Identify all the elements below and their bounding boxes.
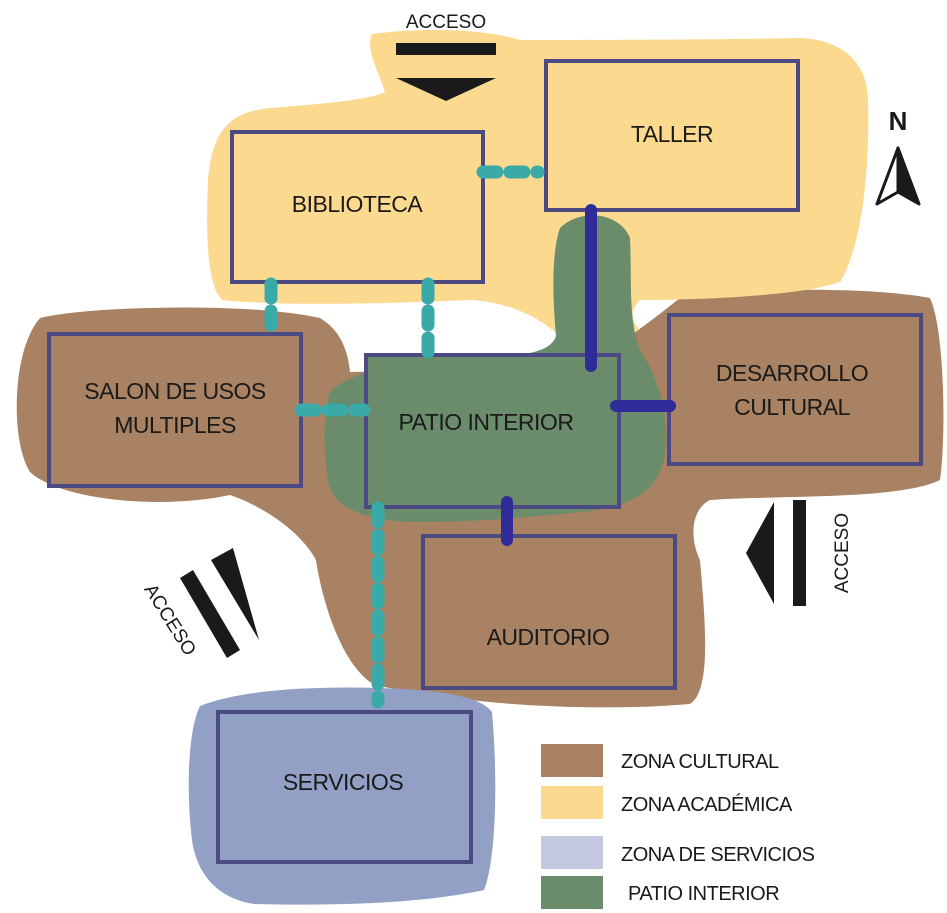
access-right-label: ACCESO: [832, 513, 853, 593]
legend-label-academica: ZONA ACADÉMICA: [621, 793, 793, 816]
biblioteca-label: BIBLIOTECA: [292, 191, 424, 217]
access-right-arrow: [746, 502, 774, 604]
auditorio-label: AUDITORIO: [487, 624, 610, 650]
access-top-label: ACCESO: [406, 12, 486, 33]
legend: ZONA CULTURAL ZONA ACADÉMICA ZONA DE SER…: [541, 744, 815, 909]
legend-label-cultural: ZONA CULTURAL: [621, 751, 779, 773]
access-left-bar: [180, 570, 240, 658]
taller-room: [544, 59, 800, 212]
servicios-room: [216, 710, 473, 864]
access-right-bar: [793, 500, 806, 606]
access-top-bar: [396, 43, 496, 55]
legend-swatch-servicios: [541, 836, 603, 869]
access-left-arrow: [211, 548, 259, 640]
salon-usos-multiples-room: [47, 332, 303, 488]
legend-label-servicios: ZONA DE SERVICIOS: [621, 844, 815, 866]
taller-label: TALLER: [631, 121, 713, 147]
patio-label: PATIO INTERIOR: [399, 409, 574, 435]
patio-interior-room: [364, 353, 621, 509]
desarrollo-label-line2: CULTURAL: [734, 394, 850, 420]
access-top-arrow: [396, 78, 496, 101]
legend-swatch-cultural: [541, 744, 603, 777]
legend-swatch-academica: [541, 786, 603, 819]
north-arrow-icon: [875, 146, 921, 206]
legend-label-patio: PATIO INTERIOR: [628, 883, 779, 905]
salon-label-line1: SALON DE USOS: [84, 378, 266, 404]
legend-swatch-patio: [541, 876, 603, 909]
salon-label-line2: MULTIPLES: [114, 412, 236, 438]
servicios-label: SERVICIOS: [283, 769, 403, 795]
desarrollo-cultural-room: [667, 313, 923, 466]
auditorio-room: [421, 534, 677, 690]
biblioteca-room: [230, 130, 485, 284]
north-label: N: [889, 106, 908, 136]
desarrollo-label-line1: DESARROLLO: [716, 360, 868, 386]
